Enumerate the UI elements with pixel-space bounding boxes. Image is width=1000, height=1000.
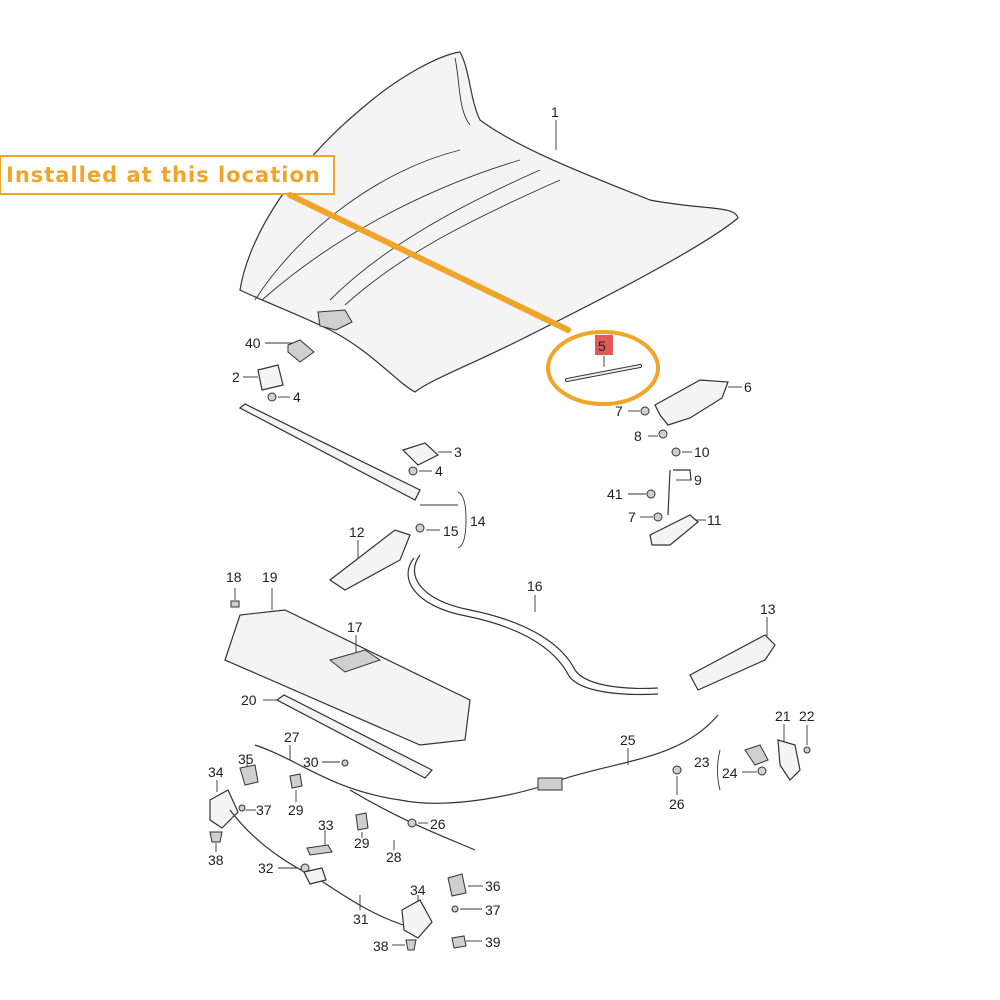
label-35: 35 (238, 751, 254, 767)
label-10: 10 (694, 444, 710, 460)
label-3: 3 (454, 444, 462, 460)
label-37a: 37 (256, 802, 272, 818)
label-25: 25 (620, 732, 636, 748)
highlight-ring (546, 330, 660, 406)
label-36: 36 (485, 878, 501, 894)
callout-text: Installed at this location (6, 163, 321, 187)
label-19: 19 (262, 569, 278, 585)
part-5-label: 5 (598, 338, 606, 354)
label-32: 32 (258, 860, 274, 876)
label-22: 22 (799, 708, 815, 724)
label-38b: 38 (373, 938, 389, 954)
label-26a: 26 (430, 816, 446, 832)
installation-callout: Installed at this location (0, 155, 660, 406)
label-21: 21 (775, 708, 791, 724)
label-29a: 29 (288, 802, 304, 818)
label-34a: 34 (208, 764, 224, 780)
label-39: 39 (485, 934, 501, 950)
label-37b: 37 (485, 902, 501, 918)
label-7b: 7 (628, 509, 636, 525)
label-31: 31 (353, 911, 369, 927)
label-30: 30 (303, 754, 319, 770)
label-29b: 29 (354, 835, 370, 851)
label-4b: 4 (435, 463, 443, 479)
label-20: 20 (241, 692, 257, 708)
callout-box (0, 155, 335, 195)
label-16: 16 (527, 578, 543, 594)
label-14: 14 (470, 513, 486, 529)
label-17: 17 (347, 619, 363, 635)
label-23: 23 (694, 754, 710, 770)
label-28: 28 (386, 849, 402, 865)
part-5-badge (595, 335, 613, 355)
label-9: 9 (694, 472, 702, 488)
label-2: 2 (232, 369, 240, 385)
label-27: 27 (284, 729, 300, 745)
label-41: 41 (607, 486, 623, 502)
label-26b: 26 (669, 796, 685, 812)
label-7a: 7 (615, 403, 623, 419)
label-40: 40 (245, 335, 261, 351)
label-38a: 38 (208, 852, 224, 868)
hood-panel (239, 51, 739, 393)
label-12: 12 (349, 524, 365, 540)
label-13: 13 (760, 601, 776, 617)
gas-strut-part-5: 5 (565, 335, 642, 382)
label-11: 11 (707, 512, 722, 528)
label-8: 8 (634, 428, 642, 444)
callout-pointer (287, 192, 571, 333)
label-6: 6 (744, 379, 752, 395)
label-24: 24 (722, 765, 738, 781)
hood-hinge-part-6 (654, 379, 742, 426)
label-15: 15 (443, 523, 459, 539)
label-33: 33 (318, 817, 334, 833)
label-34b: 34 (410, 882, 426, 898)
label-18: 18 (226, 569, 242, 585)
label-4a: 4 (293, 389, 301, 405)
label-1: 1 (551, 104, 559, 120)
